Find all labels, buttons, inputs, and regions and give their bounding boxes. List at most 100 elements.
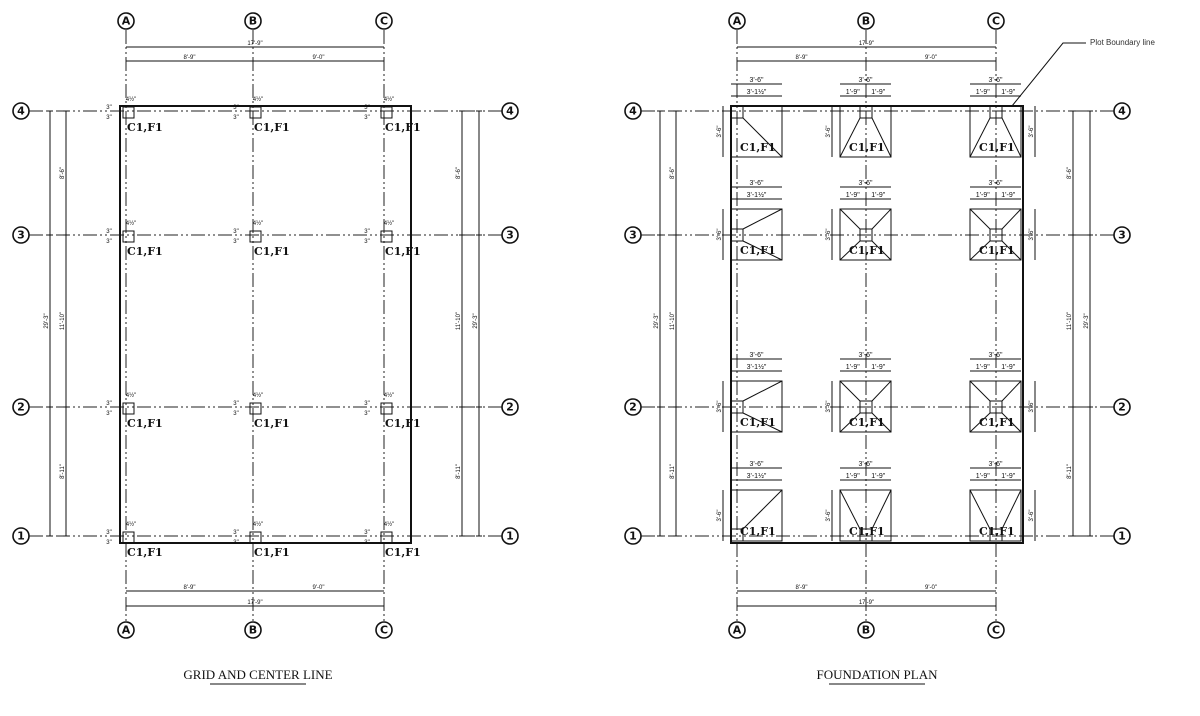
bubble-circle [244, 12, 262, 30]
footing-width-dim: 3'-6" [989, 180, 1003, 187]
bubble-circle [12, 398, 30, 416]
footing: C1,F13'-6"3'-1½"3'-6" [717, 352, 783, 433]
footing-slope-line [742, 489, 783, 530]
bubble-circle [501, 398, 519, 416]
footing-half-dim: 1'-9" [871, 192, 885, 199]
column-square [122, 402, 135, 415]
dimension-span: 8'-9" [184, 585, 196, 591]
footing-tag: C1,F1 [740, 244, 776, 257]
column-offset-dim: 3" [233, 530, 238, 536]
grid-label: A [733, 624, 742, 637]
bubble-circle [1113, 102, 1131, 120]
footing-slope-line [839, 380, 861, 402]
footing: C1,F13'-6"3'-1½"3'-6" [717, 180, 783, 261]
footing-half-dim: 1'-9" [871, 89, 885, 96]
footing-half-dim: 1'-9" [871, 364, 885, 371]
footing-slope-line [871, 380, 892, 402]
grid-bubble-1: 1 [624, 527, 642, 545]
footing-half-dim: 1'-9" [871, 473, 885, 480]
footing-width-dim: 3'-6" [750, 77, 764, 84]
footing-outline [839, 208, 892, 261]
grid-bubble-3: 3 [12, 226, 30, 244]
footing-half-dim: 1'-9" [846, 364, 860, 371]
column-square [989, 400, 1003, 414]
column-offset-dim: 3" [364, 401, 369, 407]
grid-bubble-2: 2 [1113, 398, 1131, 416]
dimension-span: 9'-0" [925, 585, 937, 591]
grid-label: 2 [506, 401, 514, 414]
footing-height-dim: 3'-6" [826, 126, 832, 138]
footing-outline [839, 380, 892, 433]
footing-half-dim: 1'-9" [846, 89, 860, 96]
column-offset-dim: 4½" [126, 521, 136, 528]
column-offset-dim: 4½" [384, 521, 394, 528]
footing-height-dim: 3'-6" [717, 126, 723, 138]
grid-bubble-C: C [375, 12, 393, 30]
dimension-span: 11'-10" [456, 312, 462, 330]
column-tag: C1,F1 [127, 245, 163, 258]
dimension-span: 8'-11" [1067, 464, 1073, 479]
footing: C1,F13'-6"1'-9"1'-9"3'-6" [969, 352, 1036, 433]
column-square [989, 528, 1003, 542]
column-tag: C1,F1 [127, 121, 163, 134]
bubble-circle [375, 12, 393, 30]
column-square [989, 105, 1003, 119]
footing-half-dim: 1'-9" [1001, 473, 1015, 480]
footing-tag: C1,F1 [979, 244, 1015, 257]
column-offset-dim: 4½" [126, 220, 136, 227]
bubble-circle [117, 621, 135, 639]
dimension-span: 8'-6" [670, 167, 676, 179]
column-offset-dim: 3" [106, 115, 111, 121]
column-offset-dim: 4½" [126, 392, 136, 399]
column-tag: C1,F1 [385, 121, 421, 134]
footing-height-dim: 3'-6" [1029, 126, 1035, 138]
footing-width-dim: 3'-6" [859, 461, 873, 468]
footing-slope-line [1001, 412, 1022, 433]
grid-bubble-3: 3 [1113, 226, 1131, 244]
column-tag: C1,F1 [254, 245, 290, 258]
column-square [122, 531, 135, 544]
column-square [730, 400, 744, 414]
column-offset-dim: 3" [233, 115, 238, 121]
grid-label: 2 [17, 401, 25, 414]
footing-slope-line [839, 489, 861, 530]
footing-slope-line [742, 208, 783, 230]
column-offset-dim: 3" [364, 105, 369, 111]
column-tag: C1,F1 [254, 417, 290, 430]
dimension-span: 8'-9" [796, 585, 808, 591]
footing-width-dim: 3'-6" [989, 461, 1003, 468]
column-square [859, 528, 873, 542]
grid-label: 1 [17, 530, 25, 543]
footing-tag: C1,F1 [849, 416, 885, 429]
footing-slope-line [969, 117, 991, 158]
footing-outline [969, 380, 1022, 433]
grid-label: 3 [629, 229, 637, 242]
column-offset-dim: 3" [106, 540, 111, 546]
grid-label: 2 [629, 401, 637, 414]
grid-bubble-3: 3 [624, 226, 642, 244]
footing-slope-line [871, 117, 892, 158]
column-tag: C1,F1 [385, 546, 421, 559]
column-offset-dim: 3" [364, 411, 369, 417]
grid-label: B [249, 15, 257, 28]
footing-tag: C1,F1 [849, 141, 885, 154]
grid-label: 1 [1118, 530, 1126, 543]
footing-height-dim: 3'-6" [717, 401, 723, 413]
dimension-span: 11'-10" [1067, 312, 1073, 330]
footing-slope-line [742, 117, 783, 158]
column-offset-dim: 3" [233, 239, 238, 245]
grid-bubble-3: 3 [501, 226, 519, 244]
footing-edge-dim: 3'-1½" [747, 363, 767, 371]
grid-label: 3 [17, 229, 25, 242]
bubble-circle [624, 398, 642, 416]
bubble-circle [987, 12, 1005, 30]
column-offset-dim: 3" [364, 229, 369, 235]
footing-tag: C1,F1 [979, 141, 1015, 154]
